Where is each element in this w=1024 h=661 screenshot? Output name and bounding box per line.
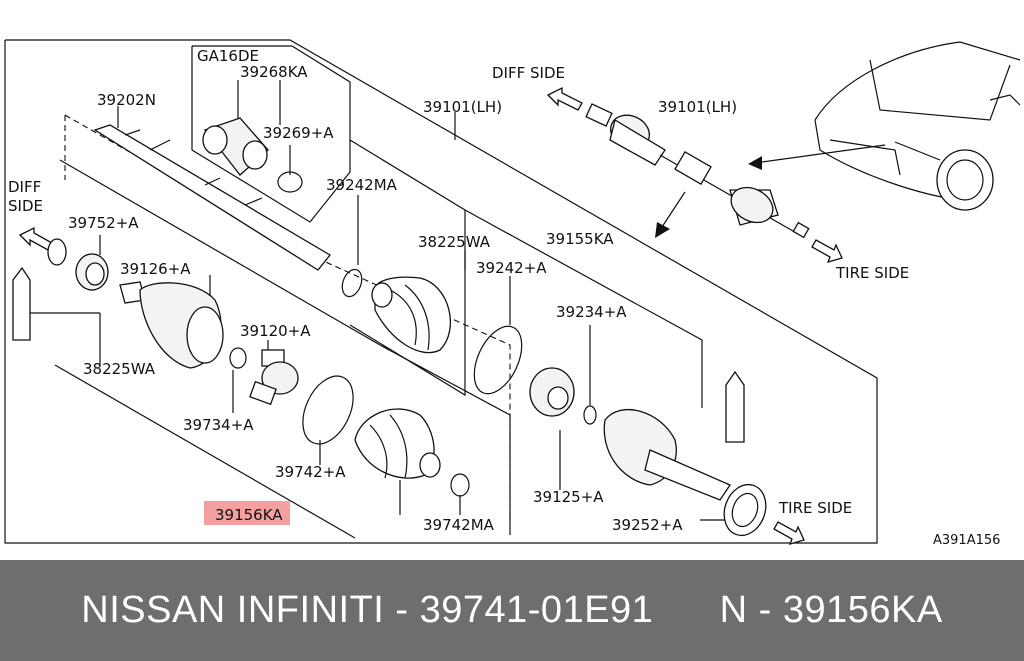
label-ref-code: A391A156 <box>933 533 1000 548</box>
part-labels: GA16DE 39268KA 39269+A 39202N 39101(LH) … <box>8 47 1000 548</box>
part-boot-38225wa <box>371 276 452 354</box>
ga16de-inset-box <box>191 45 351 223</box>
label-39155ka: 39155KA <box>546 230 614 248</box>
banner-text: NISSAN INFINITI - 39741-01E91 N - 39156K… <box>81 589 943 631</box>
label-38225wa-a: 38225WA <box>418 233 491 251</box>
part-inner-race-39234a <box>529 367 597 425</box>
diagram-frame <box>4 39 878 544</box>
car-location-illustration <box>814 41 1021 211</box>
part-number-banner: NISSAN INFINITI - 39741-01E91 N - 39156K… <box>0 560 1024 661</box>
part-shaft-39202n <box>93 124 331 271</box>
label-39156ka: 39156KA <box>215 506 283 524</box>
leader-lines <box>28 80 741 521</box>
label-diff-side-left-1: DIFF <box>8 178 41 196</box>
label-39101lh-a: 39101(LH) <box>423 98 502 116</box>
highlight-39156ka <box>204 501 290 525</box>
label-39752a: 39752+A <box>68 214 139 232</box>
label-ga16de: GA16DE <box>197 47 259 65</box>
label-39269a: 39269+A <box>263 124 334 142</box>
part-seal-39752a <box>47 238 109 291</box>
label-39234a: 39234+A <box>556 303 627 321</box>
label-39120a: 39120+A <box>240 322 311 340</box>
part-bands-39242 <box>341 268 523 395</box>
part-housing-39126a <box>119 281 224 369</box>
assembled-drive-shaft <box>585 103 810 239</box>
label-39242a: 39242+A <box>476 259 547 277</box>
label-tire-side-top: TIRE SIDE <box>835 264 909 282</box>
part-grease-tubes <box>12 266 745 443</box>
label-diff-side-top: DIFF SIDE <box>492 64 565 82</box>
label-39202n: 39202N <box>97 91 156 109</box>
exploded-parts-diagram: GA16DE 39268KA 39269+A 39202N 39101(LH) … <box>4 39 1021 548</box>
label-39742a: 39742+A <box>275 463 346 481</box>
label-38225wa-b: 38225WA <box>83 360 156 378</box>
label-39268ka: 39268KA <box>240 63 308 81</box>
label-39125a: 39125+A <box>533 488 604 506</box>
label-39252a: 39252+A <box>612 516 683 534</box>
label-diff-side-left-2: SIDE <box>8 197 43 215</box>
label-39734a: 39734+A <box>183 416 254 434</box>
label-39242ma: 39242MA <box>326 176 398 194</box>
label-39126a: 39126+A <box>120 260 191 278</box>
part-outer-joint-39125a <box>603 409 767 537</box>
label-39742ma: 39742MA <box>423 516 495 534</box>
arrows <box>18 86 886 545</box>
part-snap-ring-39269a <box>277 171 303 193</box>
label-tire-side-bottom: TIRE SIDE <box>778 499 852 517</box>
label-39101lh-b: 39101(LH) <box>658 98 737 116</box>
part-housing-39268ka <box>202 117 269 176</box>
part-spider-39120a <box>229 347 299 406</box>
part-boot-39156ka <box>302 375 470 497</box>
